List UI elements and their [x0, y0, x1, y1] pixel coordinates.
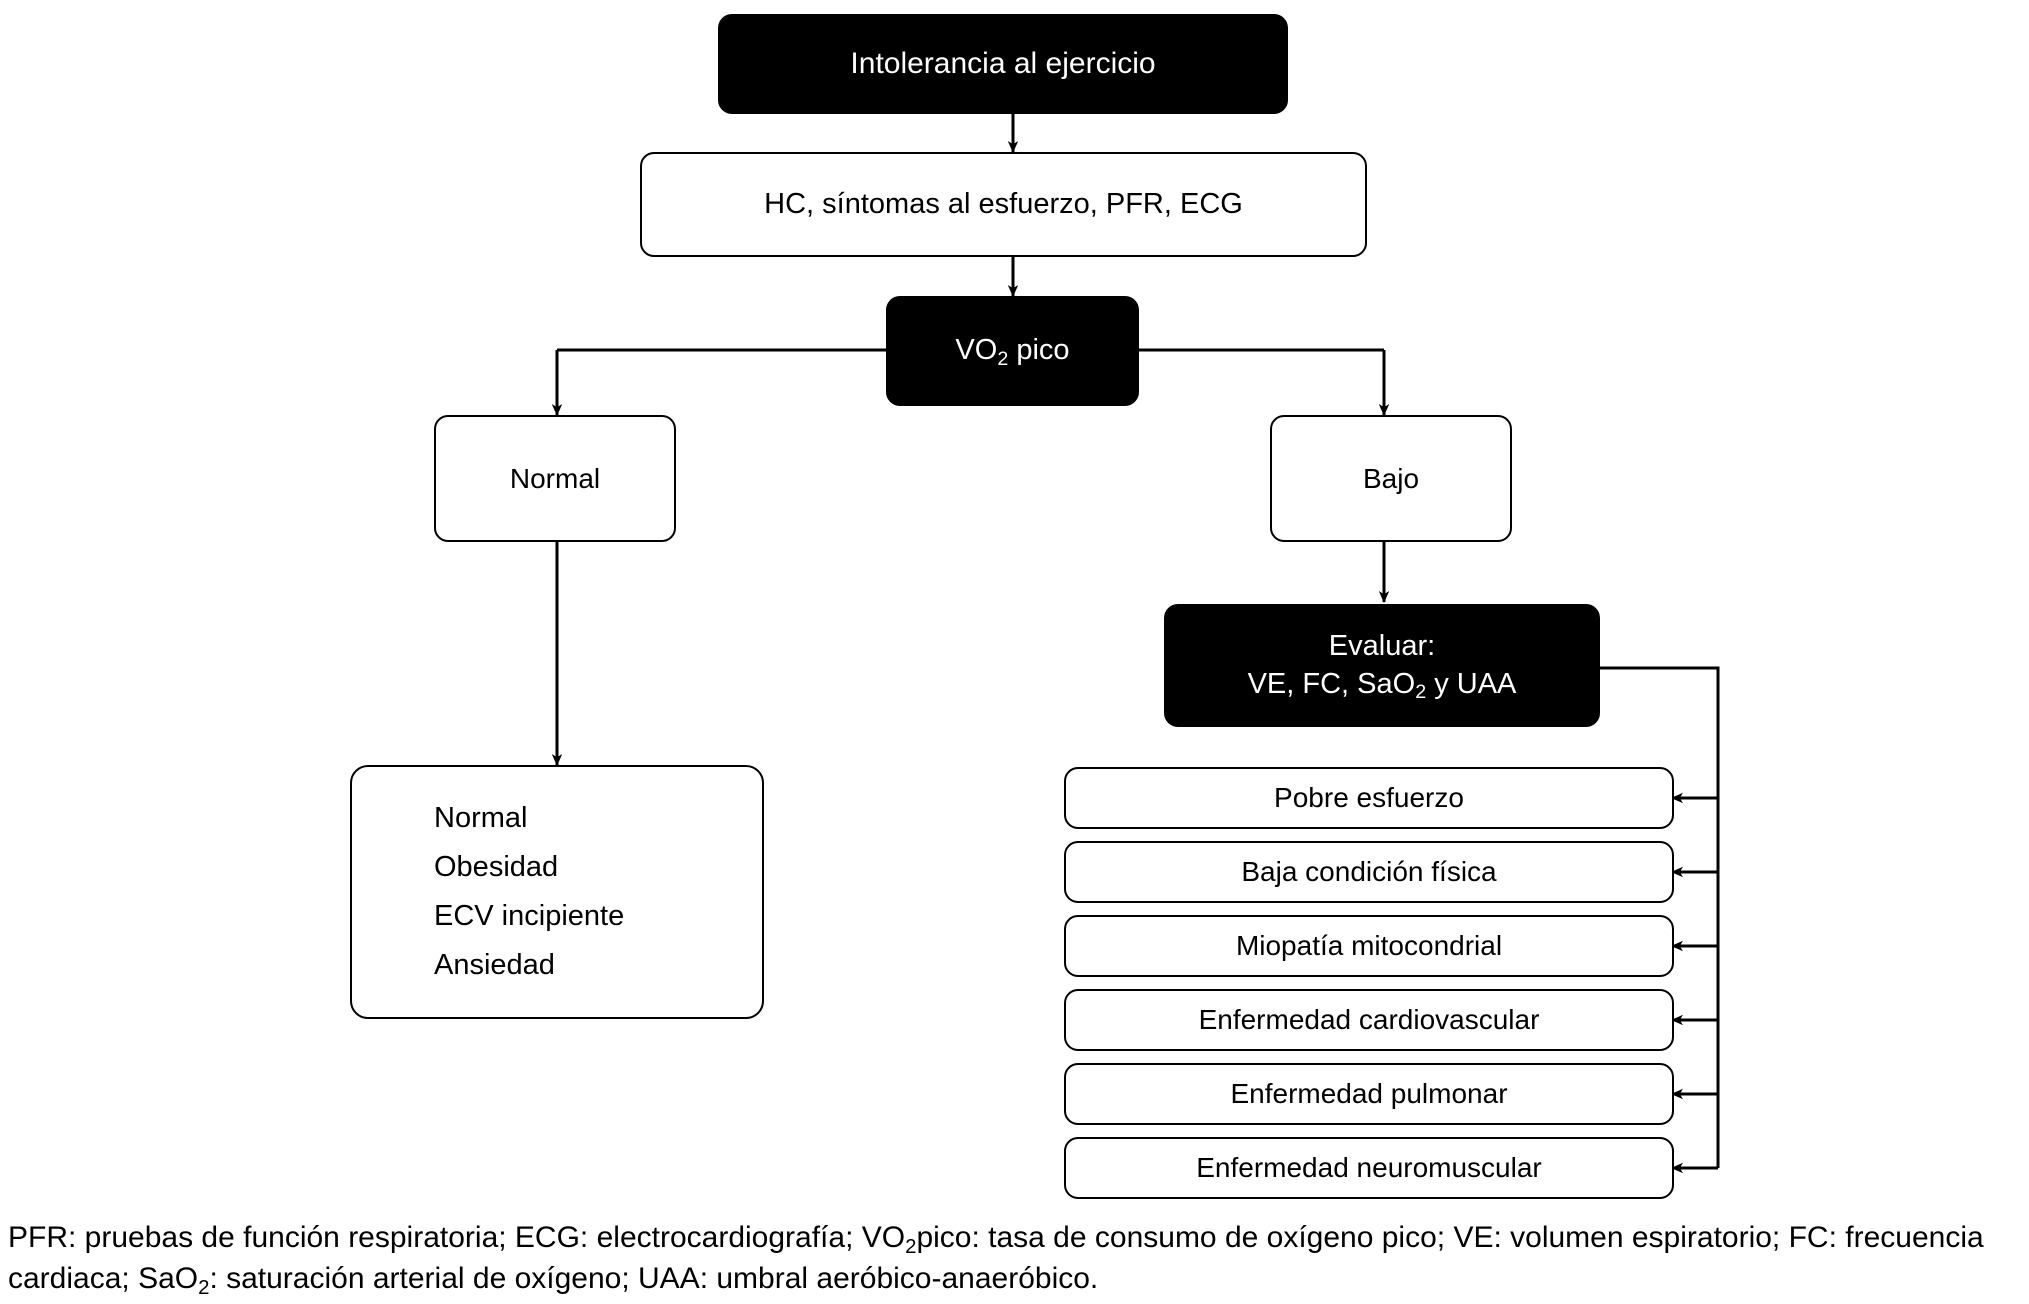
- node-branch-normal-label: Normal: [509, 462, 601, 494]
- evaluar-line-2-pre: VE, FC, SaO: [1247, 667, 1416, 700]
- node-historia-clinica-pruebas: HC, síntomas al esfuerzo, PFR, ECG: [640, 152, 1367, 257]
- vo2-label-pre: VO: [955, 334, 998, 367]
- node-branch-bajo: Bajo: [1270, 415, 1512, 542]
- vo2-label-subscript: 2: [997, 348, 1009, 371]
- footnote-subscript-2: 2: [198, 1276, 210, 1299]
- normal-outcome-item: Obesidad: [434, 850, 559, 883]
- footnote-segment-2: pico: tasa de consumo de oxígeno pico; V…: [8, 1221, 1984, 1295]
- normal-outcome-item: Ansiedad: [434, 949, 555, 982]
- footnote-subscript-1: 2: [905, 1236, 917, 1259]
- normal-outcome-item: Normal: [434, 801, 528, 834]
- outcome-label: Enfermedad cardiovascular: [1198, 1004, 1540, 1036]
- node-outcome-enfermedad-neuromuscular: Enfermedad neuromuscular: [1064, 1137, 1674, 1199]
- outcome-label: Miopatía mitocondrial: [1235, 930, 1503, 962]
- node-outcome-baja-condicion-fisica: Baja condición física: [1064, 841, 1674, 903]
- node-outcome-enfermedad-cardiovascular: Enfermedad cardiovascular: [1064, 989, 1674, 1051]
- node-outcome-pobre-esfuerzo: Pobre esfuerzo: [1064, 767, 1674, 829]
- outcome-label: Enfermedad neuromuscular: [1196, 1152, 1542, 1184]
- vo2-label-post: pico: [1008, 334, 1070, 367]
- node-outcome-miopatia-mitocondrial: Miopatía mitocondrial: [1064, 915, 1674, 977]
- node-outcome-enfermedad-pulmonar: Enfermedad pulmonar: [1064, 1063, 1674, 1125]
- node-branch-normal: Normal: [434, 415, 676, 542]
- normal-outcomes-items: Normal Obesidad ECV incipiente Ansiedad: [352, 794, 624, 990]
- normal-outcome-item: ECV incipiente: [434, 900, 625, 932]
- footnote-segment-3: : saturación arterial de oxígeno; UAA: u…: [209, 1261, 1099, 1295]
- footnote-segment-1: PFR: pruebas de función respiratoria; EC…: [8, 1221, 906, 1254]
- evaluar-line-2-subscript: 2: [1415, 681, 1427, 704]
- evaluar-line-1: Evaluar:: [1328, 630, 1436, 663]
- node-vo2-label: VO2 pico: [945, 332, 1079, 371]
- node-vo2-pico: VO2 pico: [886, 296, 1139, 406]
- node-branch-bajo-label: Bajo: [1362, 462, 1420, 494]
- node-assessment-label: HC, síntomas al esfuerzo, PFR, ECG: [764, 187, 1243, 220]
- outcome-label: Pobre esfuerzo: [1274, 782, 1464, 814]
- node-title-label: Intolerancia al ejercicio: [850, 46, 1156, 80]
- node-evaluar: Evaluar: VE, FC, SaO2 y UAA: [1164, 604, 1600, 727]
- node-intolerancia-al-ejercicio: Intolerancia al ejercicio: [718, 14, 1288, 114]
- outcome-label: Baja condición física: [1241, 856, 1497, 888]
- outcome-label: Enfermedad pulmonar: [1230, 1078, 1508, 1110]
- node-normal-outcomes-list: Normal Obesidad ECV incipiente Ansiedad: [350, 765, 764, 1019]
- footnote-abbreviations: PFR: pruebas de función respiratoria; EC…: [8, 1218, 2018, 1300]
- node-evaluar-label: Evaluar: VE, FC, SaO2 y UAA: [1238, 628, 1527, 704]
- evaluar-line-2-post: y UAA: [1426, 667, 1517, 700]
